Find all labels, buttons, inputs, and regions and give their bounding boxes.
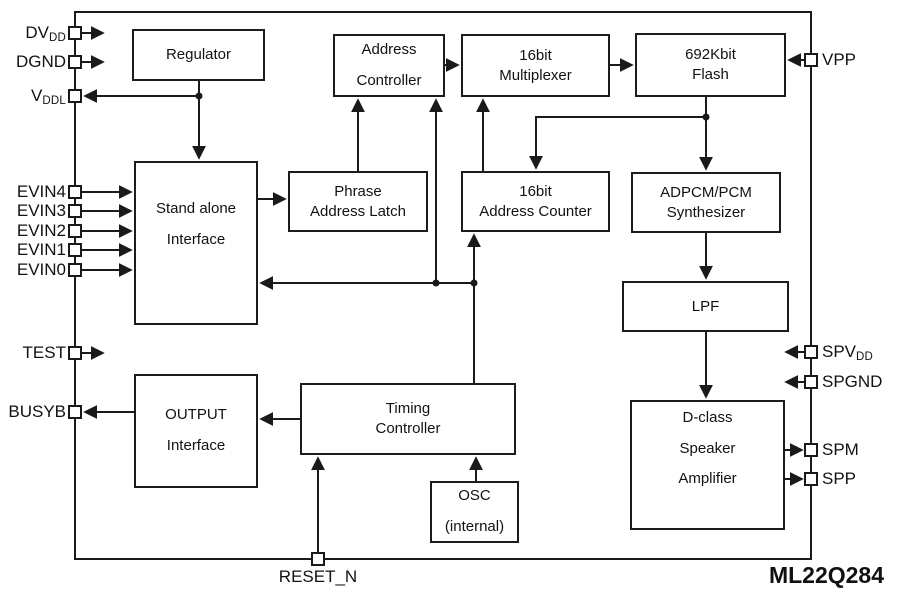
pin-spp — [804, 472, 818, 486]
pin-reset-n — [311, 552, 325, 566]
junction-dot — [195, 92, 203, 100]
chip-part-number: ML22Q284 — [768, 562, 884, 588]
pin-spgnd — [804, 375, 818, 389]
pin-dvdd — [68, 26, 82, 40]
pin-vddl — [68, 89, 82, 103]
wire-flash-branch-to-address-counter — [529, 116, 706, 170]
pin-evin1 — [68, 243, 82, 257]
pin-vpp — [804, 53, 818, 67]
chip-border — [74, 11, 812, 560]
pin-spvdd — [804, 345, 818, 359]
junction-dot — [702, 113, 710, 121]
pin-evin4 — [68, 185, 82, 199]
pin-spm — [804, 443, 818, 457]
pin-dgnd — [68, 55, 82, 69]
pin-test — [68, 346, 82, 360]
junction-dot — [470, 279, 478, 287]
pin-evin2 — [68, 224, 82, 238]
pin-busyb — [68, 405, 82, 419]
pin-evin3 — [68, 204, 82, 218]
pin-evin0 — [68, 263, 82, 277]
junction-dot — [432, 279, 440, 287]
